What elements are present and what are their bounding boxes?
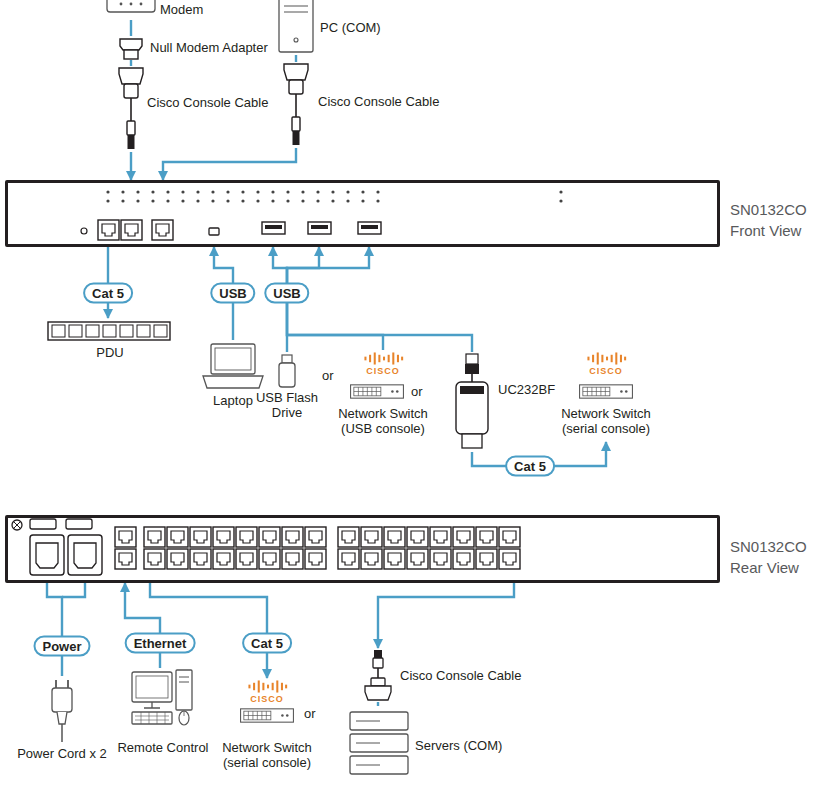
connector (295, 55, 297, 62)
device-label: Cisco Console Cable (400, 668, 530, 683)
device-label: Network Switch (serial console) (556, 406, 656, 436)
usb-flash-drive: USB Flash Drive (254, 352, 322, 430)
panel-title: SN0132CO Front View (730, 199, 826, 241)
cable-label: Cat 5 (83, 283, 133, 304)
text-slot: Power (33, 636, 90, 657)
network-switch: CISCO Network Switch (serial console) (556, 350, 658, 442)
remote-computer: Remote Control (113, 668, 215, 760)
power-cord: Power Cord x 2 (12, 676, 114, 764)
alternative-note: or (322, 368, 334, 383)
text-slot: PDU (45, 345, 175, 360)
device-label: Cisco Console Cable (147, 95, 275, 110)
text-slot: Network Switch (USB console) (334, 406, 432, 436)
text-slot: UC232BF (498, 382, 560, 397)
text-slot: Network Switch (serial console) (215, 740, 319, 770)
uc232bf-adapter: UC232BF (452, 352, 562, 452)
rear-panel: SN0132CO Rear View (5, 515, 720, 583)
cable-label: Cat 5 (242, 633, 292, 654)
device-label: Null Modem Adapter (150, 40, 290, 55)
null-modem-adapter: Null Modem Adapter (118, 36, 296, 60)
text-slot: Cisco Console Cable (147, 95, 275, 110)
text-slot: or (411, 384, 423, 399)
connector (150, 583, 267, 678)
text-slot: SN0132CO Front View (730, 199, 826, 241)
device-label: PDU (45, 345, 175, 360)
modem: Modem (100, 0, 212, 20)
connector (377, 702, 379, 706)
device-label: Network Switch (USB console) (334, 406, 432, 436)
console-cable: Cisco Console Cable (362, 648, 532, 702)
panel-title: SN0132CO Rear View (730, 536, 826, 578)
text-slot: Cisco Console Cable (400, 668, 530, 683)
text-slot: Null Modem Adapter (150, 40, 290, 55)
cable-label: Power (33, 636, 90, 657)
text-slot: Cat 5 (505, 456, 555, 477)
device-label: USB Flash Drive (254, 390, 320, 420)
text-slot: Remote Control (113, 740, 213, 755)
text-slot: Network Switch (serial console) (556, 406, 656, 436)
connector (47, 583, 62, 676)
device-label: UC232BF (498, 382, 560, 397)
cable-label: Ethernet (125, 633, 196, 654)
text-slot: Ethernet (125, 633, 196, 654)
text-slot: PC (COM) (320, 20, 384, 35)
text-slot: Servers (COM) (415, 738, 513, 753)
connector (130, 20, 132, 36)
text-slot: USB (264, 283, 309, 304)
network-switch: CISCO Network Switch (serial console) (215, 678, 321, 778)
text-slot: Cat 5 (83, 283, 133, 304)
text-slot: CISCO (215, 694, 319, 705)
device-label: Power Cord x 2 (12, 746, 112, 761)
front-panel: SN0132CO Front View (5, 180, 720, 247)
pc: PC (COM) (276, 0, 386, 55)
text-slot: SN0132CO Rear View (730, 536, 826, 578)
brand-logo-text: CISCO (556, 366, 656, 377)
text-slot: CISCO (334, 366, 432, 377)
text-slot: Cisco Console Cable (318, 94, 448, 109)
text-slot: Modem (160, 2, 210, 17)
text-slot: Cat 5 (242, 633, 292, 654)
servers: Servers (COM) (345, 706, 515, 783)
console-cable: Cisco Console Cable (115, 66, 277, 152)
text-slot: Power Cord x 2 (12, 746, 112, 761)
device-label: Cisco Console Cable (318, 94, 448, 109)
text-slot: USB Flash Drive (254, 390, 320, 420)
connector (163, 148, 296, 180)
device-label: Remote Control (113, 740, 213, 755)
text-slot: or (304, 706, 316, 721)
cable-label: USB (264, 283, 309, 304)
brand-logo-text: CISCO (334, 366, 432, 377)
text-slot: CISCO (556, 366, 656, 377)
connector (287, 247, 472, 352)
cable-label: USB (210, 283, 255, 304)
alternative-note: or (411, 384, 423, 399)
text-slot: or (322, 368, 334, 383)
connector (125, 583, 160, 668)
device-label: Modem (160, 2, 210, 17)
brand-logo-text: CISCO (215, 694, 319, 705)
device-label: Network Switch (serial console) (215, 740, 319, 770)
cable-label: Cat 5 (505, 456, 555, 477)
device-label: Servers (COM) (415, 738, 513, 753)
connector (378, 583, 514, 648)
device-label: PC (COM) (320, 20, 384, 35)
alternative-note: or (304, 706, 316, 721)
text-slot: USB (210, 283, 255, 304)
connector (130, 152, 132, 180)
connector (130, 60, 132, 66)
console-cable: Cisco Console Cable (280, 62, 452, 148)
pdu: PDU (45, 318, 177, 364)
